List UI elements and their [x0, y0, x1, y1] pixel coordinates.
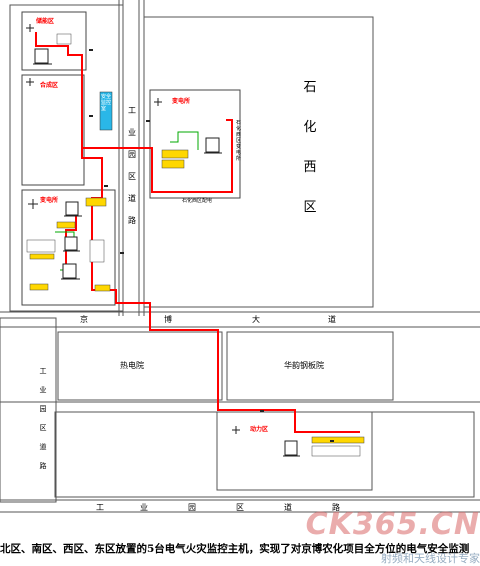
road-marks	[89, 49, 334, 442]
road-char: 业	[128, 128, 136, 137]
zone-west-label: 变电所	[40, 197, 59, 204]
watermark-logo: CK365.CN	[305, 507, 480, 542]
zone-bottom-label: 动力区	[250, 426, 269, 433]
figure-caption: 北区、南区、西区、东区放置的5台电气火灾监控主机，实现了对京博农化项目全方位的电…	[0, 543, 470, 555]
zone-north-label: 储能区	[36, 18, 55, 25]
road-char: 道	[39, 443, 47, 451]
road-char: 业	[140, 503, 148, 512]
road-char: 区	[128, 172, 136, 181]
compass-markers	[26, 24, 240, 434]
device-tags	[26, 33, 365, 457]
panel-stands	[33, 63, 300, 457]
road-char: 工	[128, 106, 136, 115]
road-vertical-upper: 工 业 园 区 道 路	[127, 100, 137, 232]
road-char: 工	[39, 367, 47, 375]
watermark-subtitle: 射频和天线设计专家	[381, 552, 480, 565]
site-frame	[0, 4, 475, 503]
control-panels	[34, 48, 298, 456]
road-char: 道	[284, 503, 292, 512]
monitoring-bus-line-branch	[81, 148, 360, 433]
road-char: 园	[188, 503, 196, 512]
monitoring-bus-line	[35, 32, 233, 193]
road-char: 道	[328, 315, 336, 324]
road-char: 园	[39, 405, 47, 413]
road-char: 京	[80, 315, 88, 324]
road-char: 工	[96, 503, 104, 512]
district-char: 石	[303, 80, 317, 95]
road-horizontal-top: 京 博 大 道	[80, 314, 340, 326]
east-building-label: 石化西区配电	[182, 198, 213, 204]
road-char: 大	[252, 315, 260, 324]
heat-plant-label: 热电院	[120, 361, 144, 370]
road-char: 博	[164, 315, 172, 324]
district-char: 化	[303, 120, 317, 135]
road-char: 园	[128, 150, 136, 159]
road-vertical-lower: 工 业 园 区 道 路	[38, 362, 48, 476]
district-char: 区	[303, 200, 317, 215]
road-edges	[0, 0, 480, 513]
site-diagram	[0, 0, 480, 513]
zone-east-label: 变电所	[172, 98, 191, 105]
monitor-room-label: 安全监控室	[101, 94, 112, 112]
steel-plant-label: 华韵钢板院	[284, 361, 324, 370]
road-char: 业	[39, 386, 47, 394]
road-char: 区	[236, 503, 244, 512]
road-char: 路	[128, 216, 136, 225]
road-horizontal-bottom: 工 业 园 区 道 路	[96, 502, 346, 514]
district-char: 西	[303, 160, 317, 175]
zone-south-label: 合成区	[40, 82, 59, 89]
district-label: 石 化 西 区	[302, 68, 318, 228]
road-char: 道	[128, 194, 136, 203]
road-char: 路	[39, 462, 47, 470]
road-char: 区	[39, 424, 47, 432]
road-char: 路	[332, 503, 340, 512]
monitor-room-box	[99, 91, 113, 131]
east-substation-label: 石化西区变电所	[236, 120, 242, 162]
left-zones	[21, 11, 241, 306]
